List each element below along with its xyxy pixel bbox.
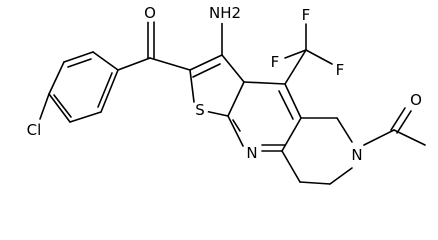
- atom-label-thiophene-sulfur: S: [195, 101, 205, 119]
- bond: [232, 119, 241, 132]
- bond: [189, 69, 195, 103]
- bond: [305, 49, 333, 65]
- bond: [284, 83, 302, 119]
- bond: [281, 117, 302, 152]
- atom-label-amino-group: NH2: [209, 4, 241, 22]
- bond: [67, 58, 92, 68]
- bond: [336, 117, 353, 143]
- bond: [284, 49, 307, 59]
- bond: [363, 129, 395, 146]
- bond: [204, 110, 229, 117]
- bond-set: [39, 21, 426, 185]
- atom-label-ketone-oxygen: O: [144, 4, 156, 22]
- bond: [281, 150, 301, 183]
- bond: [390, 107, 406, 131]
- bond: [48, 93, 71, 123]
- bond: [149, 57, 191, 71]
- atom-label-fluorine-left: F: [271, 53, 280, 71]
- bond: [221, 54, 245, 83]
- bond: [227, 81, 245, 117]
- atom-label-fluorine-top: F: [302, 6, 311, 24]
- molecule-structure: O NH2 F F F O S N N Cl: [21, 3, 426, 185]
- bond: [299, 181, 331, 185]
- bond: [97, 72, 113, 108]
- bond: [189, 54, 223, 71]
- structure-canvas: O NH2 F F F O S N N Cl: [21, 3, 426, 185]
- bond: [192, 63, 221, 78]
- atom-label-fluorine-right: F: [336, 61, 345, 79]
- bond: [243, 81, 286, 85]
- bond: [284, 49, 307, 85]
- atom-label-acetyl-oxygen: O: [410, 91, 422, 109]
- bond: [63, 51, 94, 63]
- bond: [227, 115, 244, 147]
- bond: [117, 57, 151, 71]
- bond: [396, 110, 412, 134]
- bond: [393, 129, 426, 146]
- bond: [329, 167, 353, 185]
- atom-label-chlorine: Cl: [27, 121, 42, 139]
- atom-label-amide-nitrogen: N: [351, 146, 362, 164]
- bond: [100, 69, 119, 113]
- atom-label-pyridine-nitrogen: N: [246, 144, 257, 162]
- atom-label-set: O NH2 F F F O S N N Cl: [21, 3, 425, 164]
- bond: [39, 93, 50, 120]
- bond: [53, 94, 72, 118]
- bond: [48, 61, 65, 95]
- bond: [69, 111, 102, 123]
- bond: [278, 90, 294, 120]
- bond: [92, 51, 119, 71]
